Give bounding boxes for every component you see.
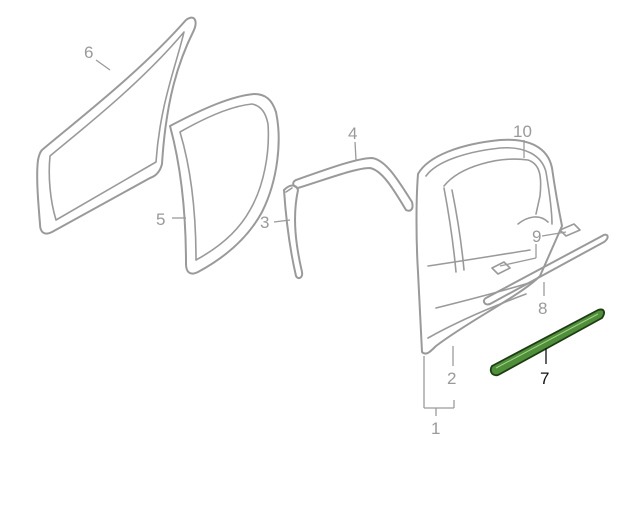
callout-6: 6: [84, 43, 93, 62]
part-4-frame-molding[interactable]: [292, 157, 414, 212]
callout-4: 4: [348, 124, 357, 143]
callout-7: 7: [540, 369, 549, 388]
part-6-front-door-seal[interactable]: [36, 16, 197, 235]
callout-2: 2: [447, 369, 456, 388]
callout-10: 10: [513, 122, 532, 141]
callout-1: 1: [431, 419, 440, 438]
part-5-rear-door-seal[interactable]: [169, 93, 280, 275]
callout-5: 5: [156, 210, 165, 229]
leader-lines: [95, 59, 567, 416]
callout-3: 3: [260, 213, 269, 232]
part-1-rear-door-shell[interactable]: [415, 138, 563, 355]
part-8-belt-molding[interactable]: [482, 233, 609, 306]
callout-labels: 1 2 3 4 5 6 7 8 9 10: [84, 43, 549, 438]
part-9-clips[interactable]: [491, 223, 581, 275]
callout-8: 8: [538, 299, 547, 318]
part-3-run-channel[interactable]: [283, 184, 304, 280]
callout-9: 9: [532, 227, 541, 246]
part-7-body-side-molding[interactable]: [489, 308, 605, 377]
